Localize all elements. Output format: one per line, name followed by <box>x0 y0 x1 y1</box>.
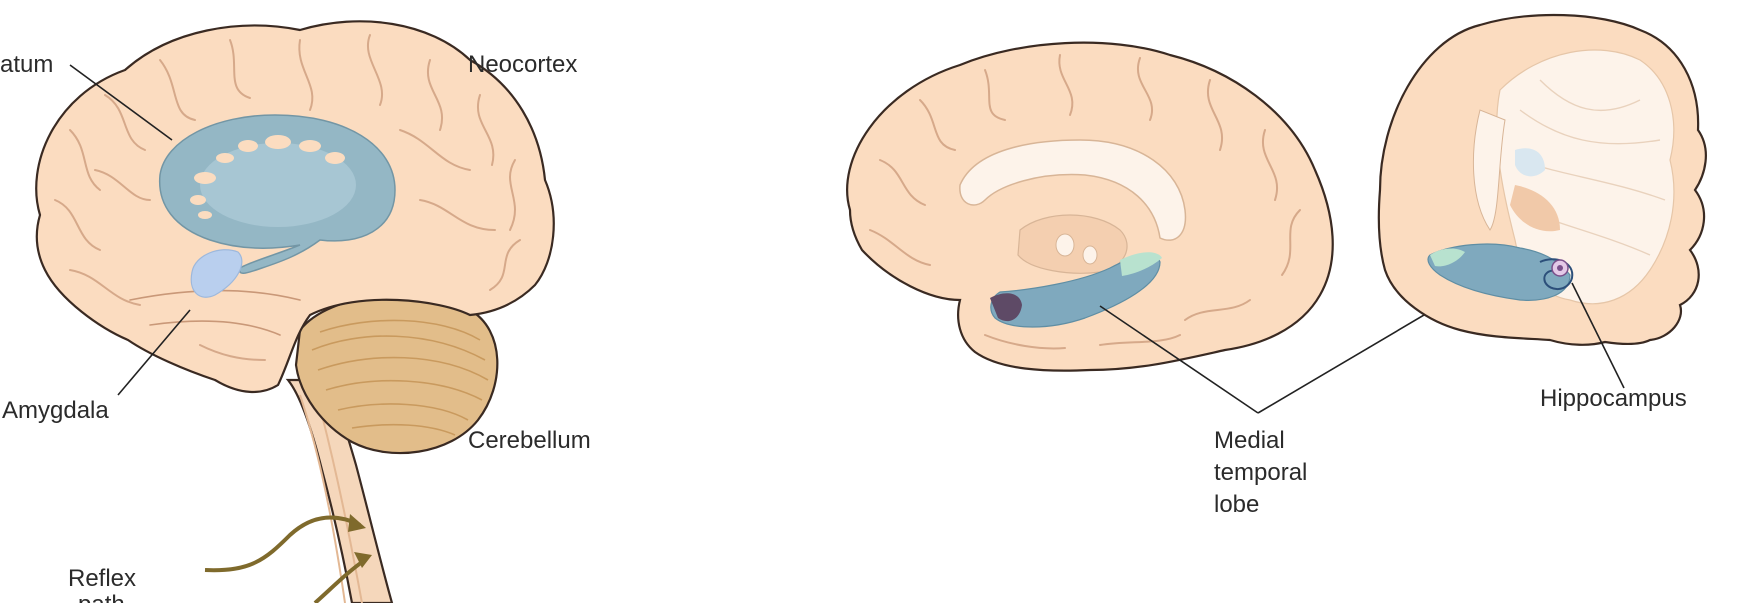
reflex-label-line1: Reflex <box>68 565 136 592</box>
corpus-callosum <box>959 139 1187 241</box>
reflex-label-line2: path <box>78 591 125 603</box>
medial-brain: Medial temporal lobe <box>846 41 1481 518</box>
mtl-label-line1: Medial <box>1214 427 1285 454</box>
lateral-brain: atum Neocortex Amygdala Cerebellum Refle… <box>0 20 591 603</box>
coronal-section: Hippocampus <box>1377 13 1707 412</box>
cerebellum-label: Cerebellum <box>468 427 591 454</box>
striatum <box>158 114 396 274</box>
reflex-pathway-arrows <box>204 514 372 603</box>
striatum-label: atum <box>0 51 53 78</box>
mtl-label-line2: temporal <box>1214 459 1307 486</box>
amygdala-leader <box>117 309 191 396</box>
hippocampus-region <box>1427 243 1571 301</box>
mtl-leader-left <box>1099 305 1259 414</box>
neocortex-label: Neocortex <box>468 51 577 78</box>
hippocampus-leader <box>1571 282 1625 389</box>
hippocampus-label: Hippocampus <box>1540 385 1687 412</box>
medial-temporal-lobe <box>990 253 1161 328</box>
amygdala-label: Amygdala <box>2 397 109 424</box>
striatum-leader <box>69 64 173 141</box>
mtl-label-line3: lobe <box>1214 491 1259 518</box>
cerebellum <box>294 294 499 455</box>
amygdala <box>190 249 243 298</box>
